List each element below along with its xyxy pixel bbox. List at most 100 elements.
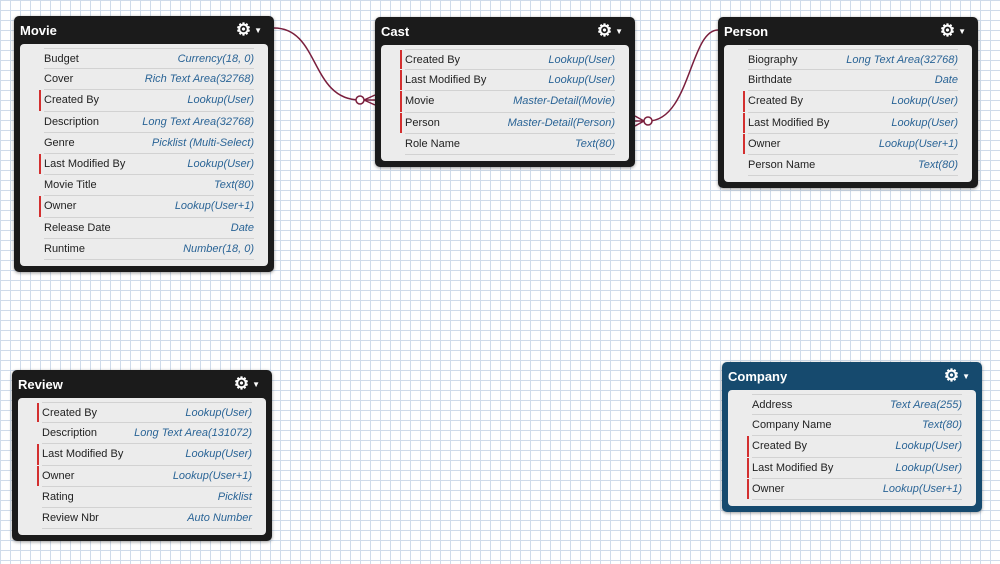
gear-menu-button[interactable]: ⚙▼ <box>944 366 970 386</box>
entity-title: Person <box>724 23 769 39</box>
entity-header[interactable]: Person ⚙▼ <box>724 17 972 45</box>
entity-header[interactable]: Movie ⚙▼ <box>20 16 268 44</box>
field-name: Person <box>405 116 440 129</box>
entity-title: Cast <box>381 23 410 39</box>
field-name: Owner <box>42 469 75 482</box>
field-type: Long Text Area(32768) <box>142 115 254 128</box>
field-type: Auto Number <box>187 512 252 525</box>
person-cast-relationship-line[interactable] <box>635 29 719 122</box>
gear-menu-button[interactable]: ⚙▼ <box>236 20 262 40</box>
crows-foot-icon <box>363 94 376 106</box>
entity-header[interactable]: Cast ⚙▼ <box>381 17 629 45</box>
field-name: Cover <box>44 73 74 86</box>
gear-menu-button[interactable]: ⚙▼ <box>940 21 966 41</box>
field-type: Lookup(User) <box>891 116 958 129</box>
field-type: Lookup(User) <box>895 440 962 453</box>
entity-header[interactable]: Review ⚙▼ <box>18 370 266 398</box>
field-type: Date <box>230 221 254 234</box>
field-row[interactable]: Person Name Text(80) <box>748 155 958 177</box>
field-name: Last Modified By <box>752 461 834 474</box>
field-type: Lookup(User) <box>185 406 252 419</box>
entity-header[interactable]: Company ⚙▼ <box>728 362 976 390</box>
gear-menu-button[interactable]: ⚙▼ <box>234 374 260 394</box>
field-row[interactable]: Last Modified By Lookup(User) <box>37 444 252 466</box>
field-row[interactable]: Last Modified By Lookup(User) <box>743 112 958 134</box>
field-name: Rating <box>42 490 74 503</box>
field-row[interactable]: Created By Lookup(User) <box>400 49 615 71</box>
movie-cast-relationship-line[interactable] <box>273 27 375 101</box>
field-type: Lookup(User) <box>891 95 958 108</box>
gear-icon: ⚙ <box>233 374 250 393</box>
field-name: Release Date <box>44 221 111 234</box>
field-row[interactable]: Owner Lookup(User+1) <box>747 478 962 500</box>
entity-title: Movie <box>20 22 57 38</box>
field-row[interactable]: Biography Long Text Area(32768) <box>748 49 958 71</box>
field-name: Person Name <box>748 159 816 172</box>
field-type: Lookup(User) <box>548 74 615 87</box>
field-row[interactable]: Rating Picklist <box>42 487 252 508</box>
field-type: Lookup(User+1) <box>882 482 962 495</box>
field-row[interactable]: Release Date Date <box>44 218 254 239</box>
field-name: Movie Title <box>44 179 97 192</box>
field-type: Lookup(User) <box>185 448 252 461</box>
entity-title: Review <box>18 376 63 392</box>
gear-menu-button[interactable]: ⚙▼ <box>597 21 623 41</box>
field-type: Text(80) <box>918 159 958 172</box>
field-type: Long Text Area(32768) <box>846 53 958 66</box>
field-name: Address <box>752 398 793 411</box>
field-row[interactable]: Movie Master-Detail(Movie) <box>400 91 615 113</box>
field-type: Picklist <box>217 490 252 503</box>
field-name: Last Modified By <box>44 158 126 171</box>
field-row[interactable]: Created By Lookup(User) <box>747 436 962 458</box>
chevron-down-icon: ▼ <box>252 379 260 389</box>
field-name: Movie <box>405 95 435 108</box>
field-name: Created By <box>752 440 808 453</box>
gear-icon: ⚙ <box>943 366 960 385</box>
gear-icon: ⚙ <box>596 21 613 40</box>
field-type: Lookup(User) <box>548 53 615 66</box>
field-name: Created By <box>405 53 461 66</box>
gear-icon: ⚙ <box>939 21 956 40</box>
field-name: Biography <box>748 53 798 66</box>
field-type: Date <box>934 74 958 87</box>
field-name: Last Modified By <box>748 116 830 129</box>
field-name: Description <box>42 427 98 440</box>
field-name: Created By <box>44 94 100 107</box>
field-name: Owner <box>752 482 785 495</box>
field-type: Lookup(User+1) <box>878 137 958 150</box>
field-name: Last Modified By <box>42 448 124 461</box>
chevron-down-icon: ▼ <box>962 371 970 381</box>
entity-title: Company <box>728 368 788 384</box>
field-type: Master-Detail(Movie) <box>513 95 615 108</box>
